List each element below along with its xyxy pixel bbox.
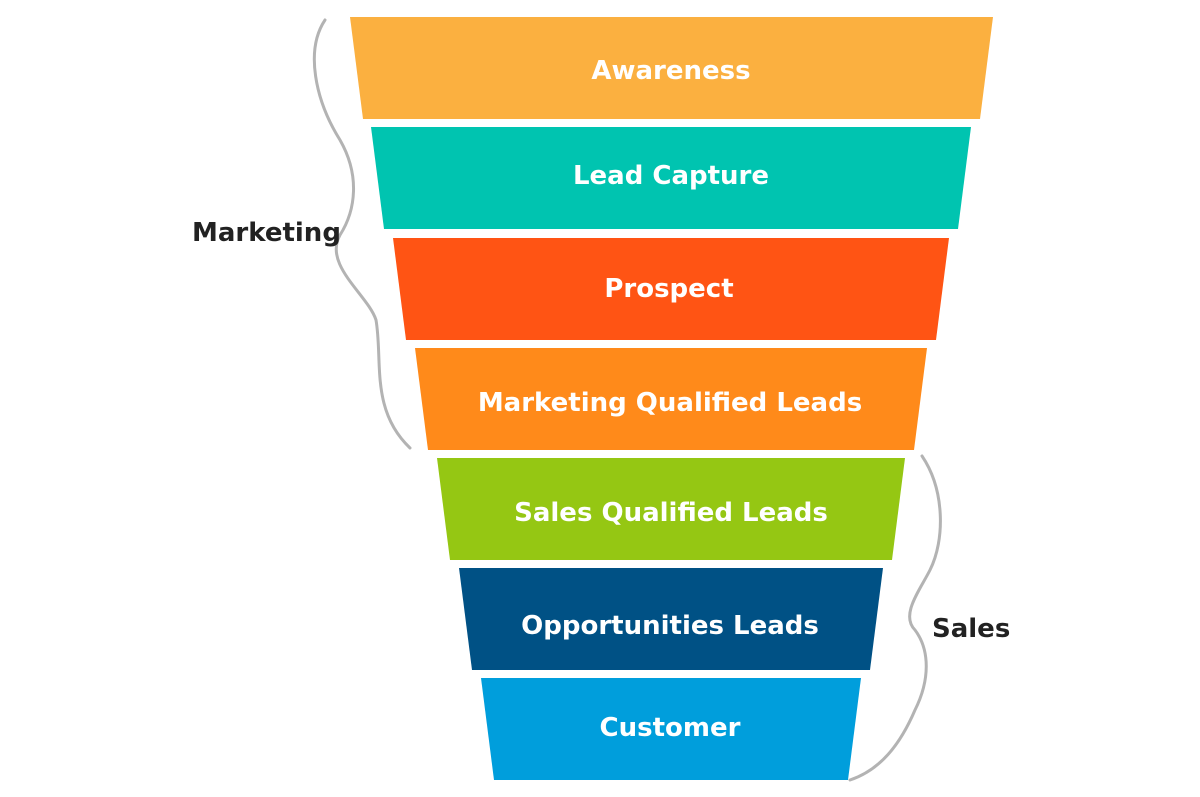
stage-opportunities-leads-band (459, 568, 883, 670)
stage-sales-qualified-leads-label: Sales Qualified Leads (514, 498, 828, 528)
stage-sales-qualified-leads-band (437, 458, 905, 560)
stage-customer-band (481, 678, 861, 780)
stage-awareness: Awareness (350, 17, 993, 119)
marketing-brace (312, 18, 412, 450)
marketing-label: Marketing (192, 218, 341, 248)
stage-opportunities-leads-label: Opportunities Leads (521, 611, 819, 641)
stage-customer: Customer (481, 678, 861, 780)
stage-lead-capture-label: Lead Capture (573, 161, 769, 191)
stage-prospect: Prospect (393, 238, 949, 340)
stage-customer-label: Customer (600, 713, 741, 743)
stage-prospect-label: Prospect (604, 274, 733, 304)
stage-lead-capture: Lead Capture (371, 127, 971, 229)
sales-brace (848, 454, 942, 782)
sales-label: Sales (932, 614, 1010, 644)
stage-marketing-qualified-leads: Marketing Qualified Leads (415, 348, 927, 450)
stage-prospect-band (393, 238, 949, 340)
stage-lead-capture-band (371, 127, 971, 229)
stage-awareness-band (350, 17, 993, 119)
stage-awareness-label: Awareness (591, 56, 750, 86)
funnel-stages: Awareness Lead Capture Prospect Marketin… (350, 17, 993, 780)
stage-marketing-qualified-leads-label: Marketing Qualified Leads (478, 388, 862, 418)
stage-marketing-qualified-leads-band (415, 348, 927, 450)
stage-opportunities-leads: Opportunities Leads (459, 568, 883, 670)
stage-sales-qualified-leads: Sales Qualified Leads (437, 458, 905, 560)
